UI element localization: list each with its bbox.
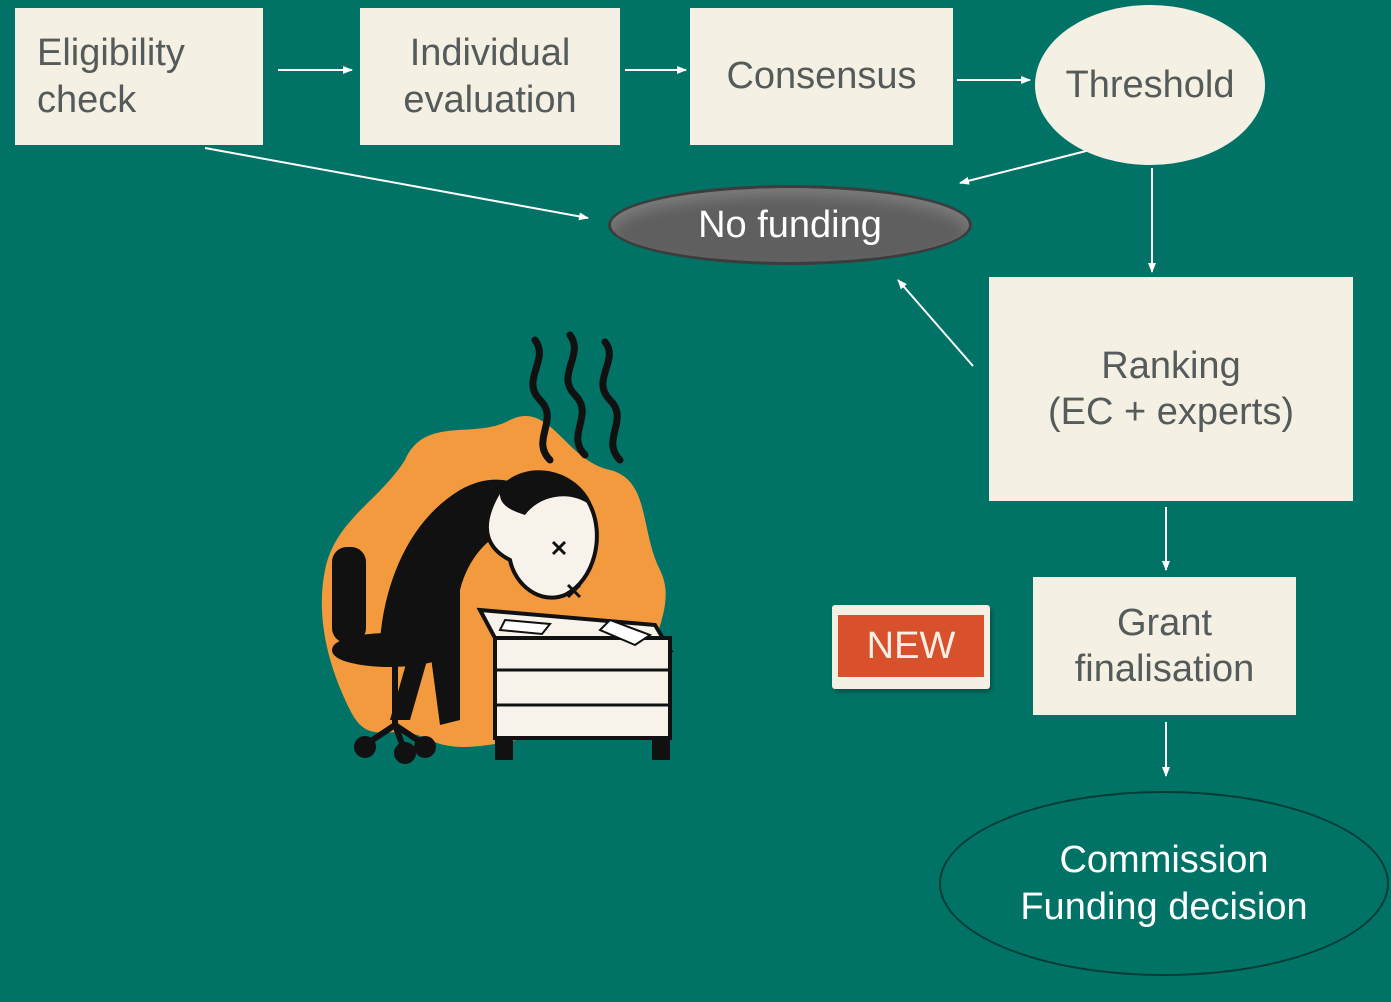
no-funding-label: No funding xyxy=(698,203,882,246)
exhausted-man-at-desk-icon xyxy=(321,331,674,764)
ranking-box: Ranking (EC + experts) xyxy=(989,277,1353,501)
threshold-ellipse: Threshold xyxy=(1035,5,1265,165)
footer-text xyxy=(0,942,760,1002)
connector-arrows xyxy=(204,66,1170,777)
commission-funding-decision-ellipse: Commission Funding decision xyxy=(939,791,1389,976)
consensus-label: Consensus xyxy=(726,55,917,98)
grant-finalisation-label: Grant finalisation xyxy=(1074,601,1255,690)
eligibility-check-box: Eligibility check xyxy=(15,8,263,145)
no-funding-ellipse: No funding xyxy=(608,185,972,265)
arrow-eligibility-to-nofunding xyxy=(204,147,589,221)
grant-finalisation-box: Grant finalisation xyxy=(1033,577,1296,715)
new-badge: NEW xyxy=(832,605,990,689)
new-badge-label: NEW xyxy=(838,615,984,677)
ranking-label: Ranking (EC + experts) xyxy=(1047,344,1295,433)
arrow-threshold-to-nofunding xyxy=(959,149,1091,185)
individual-evaluation-box: Individual evaluation xyxy=(360,8,620,145)
threshold-label: Threshold xyxy=(1065,63,1235,106)
commission-label: Commission Funding decision xyxy=(1020,839,1308,928)
arrow-ranking-to-nofunding xyxy=(897,279,974,367)
consensus-box: Consensus xyxy=(690,8,953,145)
eligibility-check-label: Eligibility check xyxy=(37,32,185,121)
individual-evaluation-label: Individual evaluation xyxy=(403,32,577,121)
